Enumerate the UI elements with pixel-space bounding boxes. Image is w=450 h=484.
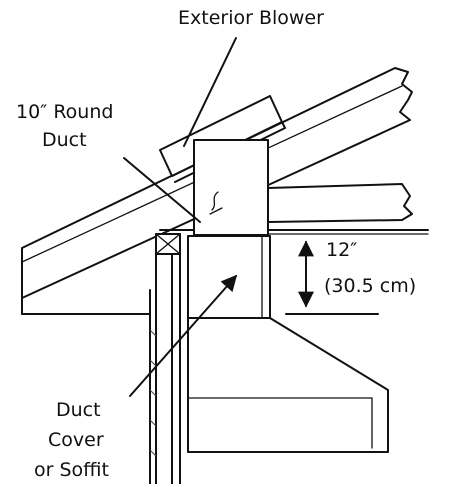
round-duct-label-line2: Duct bbox=[42, 129, 87, 151]
round-duct-label-line1: 10″ Round bbox=[16, 101, 113, 123]
ceiling-joist bbox=[267, 183, 413, 223]
round-duct-leader bbox=[123, 157, 201, 223]
cover-label-line1: Duct bbox=[56, 399, 101, 421]
height-label-line1: 12″ bbox=[326, 239, 357, 261]
duct-cover-and-hood bbox=[187, 235, 389, 453]
height-label-line2: (30.5 cm) bbox=[324, 275, 416, 297]
exterior-blower-label: Exterior Blower bbox=[178, 7, 324, 29]
round-duct bbox=[193, 139, 269, 236]
exterior-blower-leader bbox=[183, 37, 237, 147]
cover-label-line3: or Soffit bbox=[34, 459, 109, 481]
pointer-arrow-icon bbox=[129, 274, 238, 397]
cover-label-line2: Cover bbox=[48, 429, 104, 451]
height-dimension bbox=[285, 240, 379, 315]
exterior-wall bbox=[21, 233, 181, 484]
